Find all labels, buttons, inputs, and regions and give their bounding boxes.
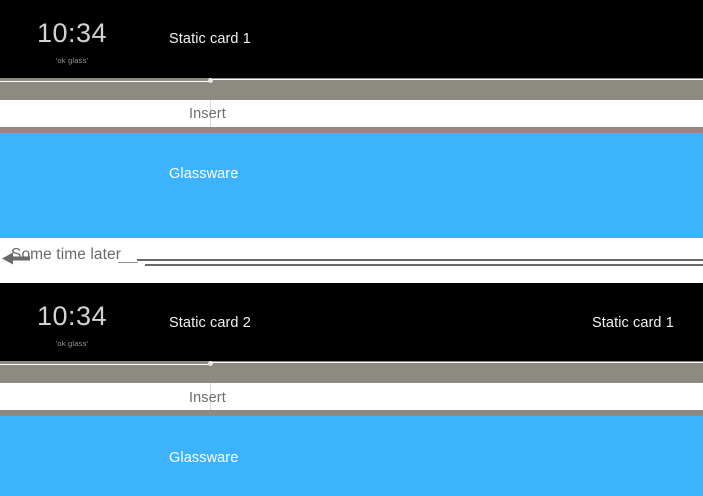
insert-anchor-notch-1 <box>208 78 213 83</box>
timeline-row-glassware-1 <box>0 133 703 238</box>
card-label-insert-row1[interactable]: Insert <box>189 106 226 122</box>
timeline-row-insert-1 <box>0 100 703 127</box>
separator-rule-bottom <box>145 264 703 266</box>
timeline-row-insert-2 <box>0 383 703 410</box>
gray-band-hairline-1-left <box>0 81 210 82</box>
clock-time: 10:34 <box>36 301 108 331</box>
timeline-row-home-2 <box>0 283 703 361</box>
clock-time: 10:34 <box>36 18 108 48</box>
some-time-later-label: Some time later <box>11 246 122 263</box>
glass-clock-2: 10:34 'ok glass' <box>12 301 132 349</box>
card-label-insert-row2[interactable]: Insert <box>189 390 226 406</box>
timeline-row-home-1 <box>0 0 703 78</box>
card-label-static-card-1-row2[interactable]: Static card 1 <box>592 315 674 331</box>
left-arrow-icon <box>2 252 30 265</box>
card-label-glassware-row2[interactable]: Glassware <box>169 450 239 466</box>
gray-band-hairline-2-right <box>211 362 703 363</box>
separator-rule-stub <box>118 262 138 263</box>
insert-row-divider-1 <box>210 100 211 127</box>
card-label-static-card-1-row1[interactable]: Static card 1 <box>169 31 251 47</box>
timeline-gray-band-1b <box>0 127 703 133</box>
some-time-later-separator: Some time later <box>0 238 703 283</box>
card-label-static-card-2-row2[interactable]: Static card 2 <box>169 315 251 331</box>
gray-band-hairline-1-right <box>211 79 703 80</box>
clock-hint: 'ok glass' <box>55 339 89 348</box>
timeline-gray-band-2b <box>0 410 703 416</box>
clock-hint: 'ok glass' <box>55 56 89 65</box>
timeline-gray-band-1 <box>0 78 703 100</box>
separator-rule-top <box>137 259 703 261</box>
insert-anchor-notch-2 <box>208 361 213 366</box>
timeline-row-glassware-2 <box>0 416 703 496</box>
insert-row-divider-2 <box>210 383 211 410</box>
gray-band-hairline-2-left <box>0 364 210 365</box>
card-label-glassware-row1[interactable]: Glassware <box>169 166 239 182</box>
timeline-gray-band-2 <box>0 361 703 383</box>
glass-clock-1: 10:34 'ok glass' <box>12 18 132 66</box>
